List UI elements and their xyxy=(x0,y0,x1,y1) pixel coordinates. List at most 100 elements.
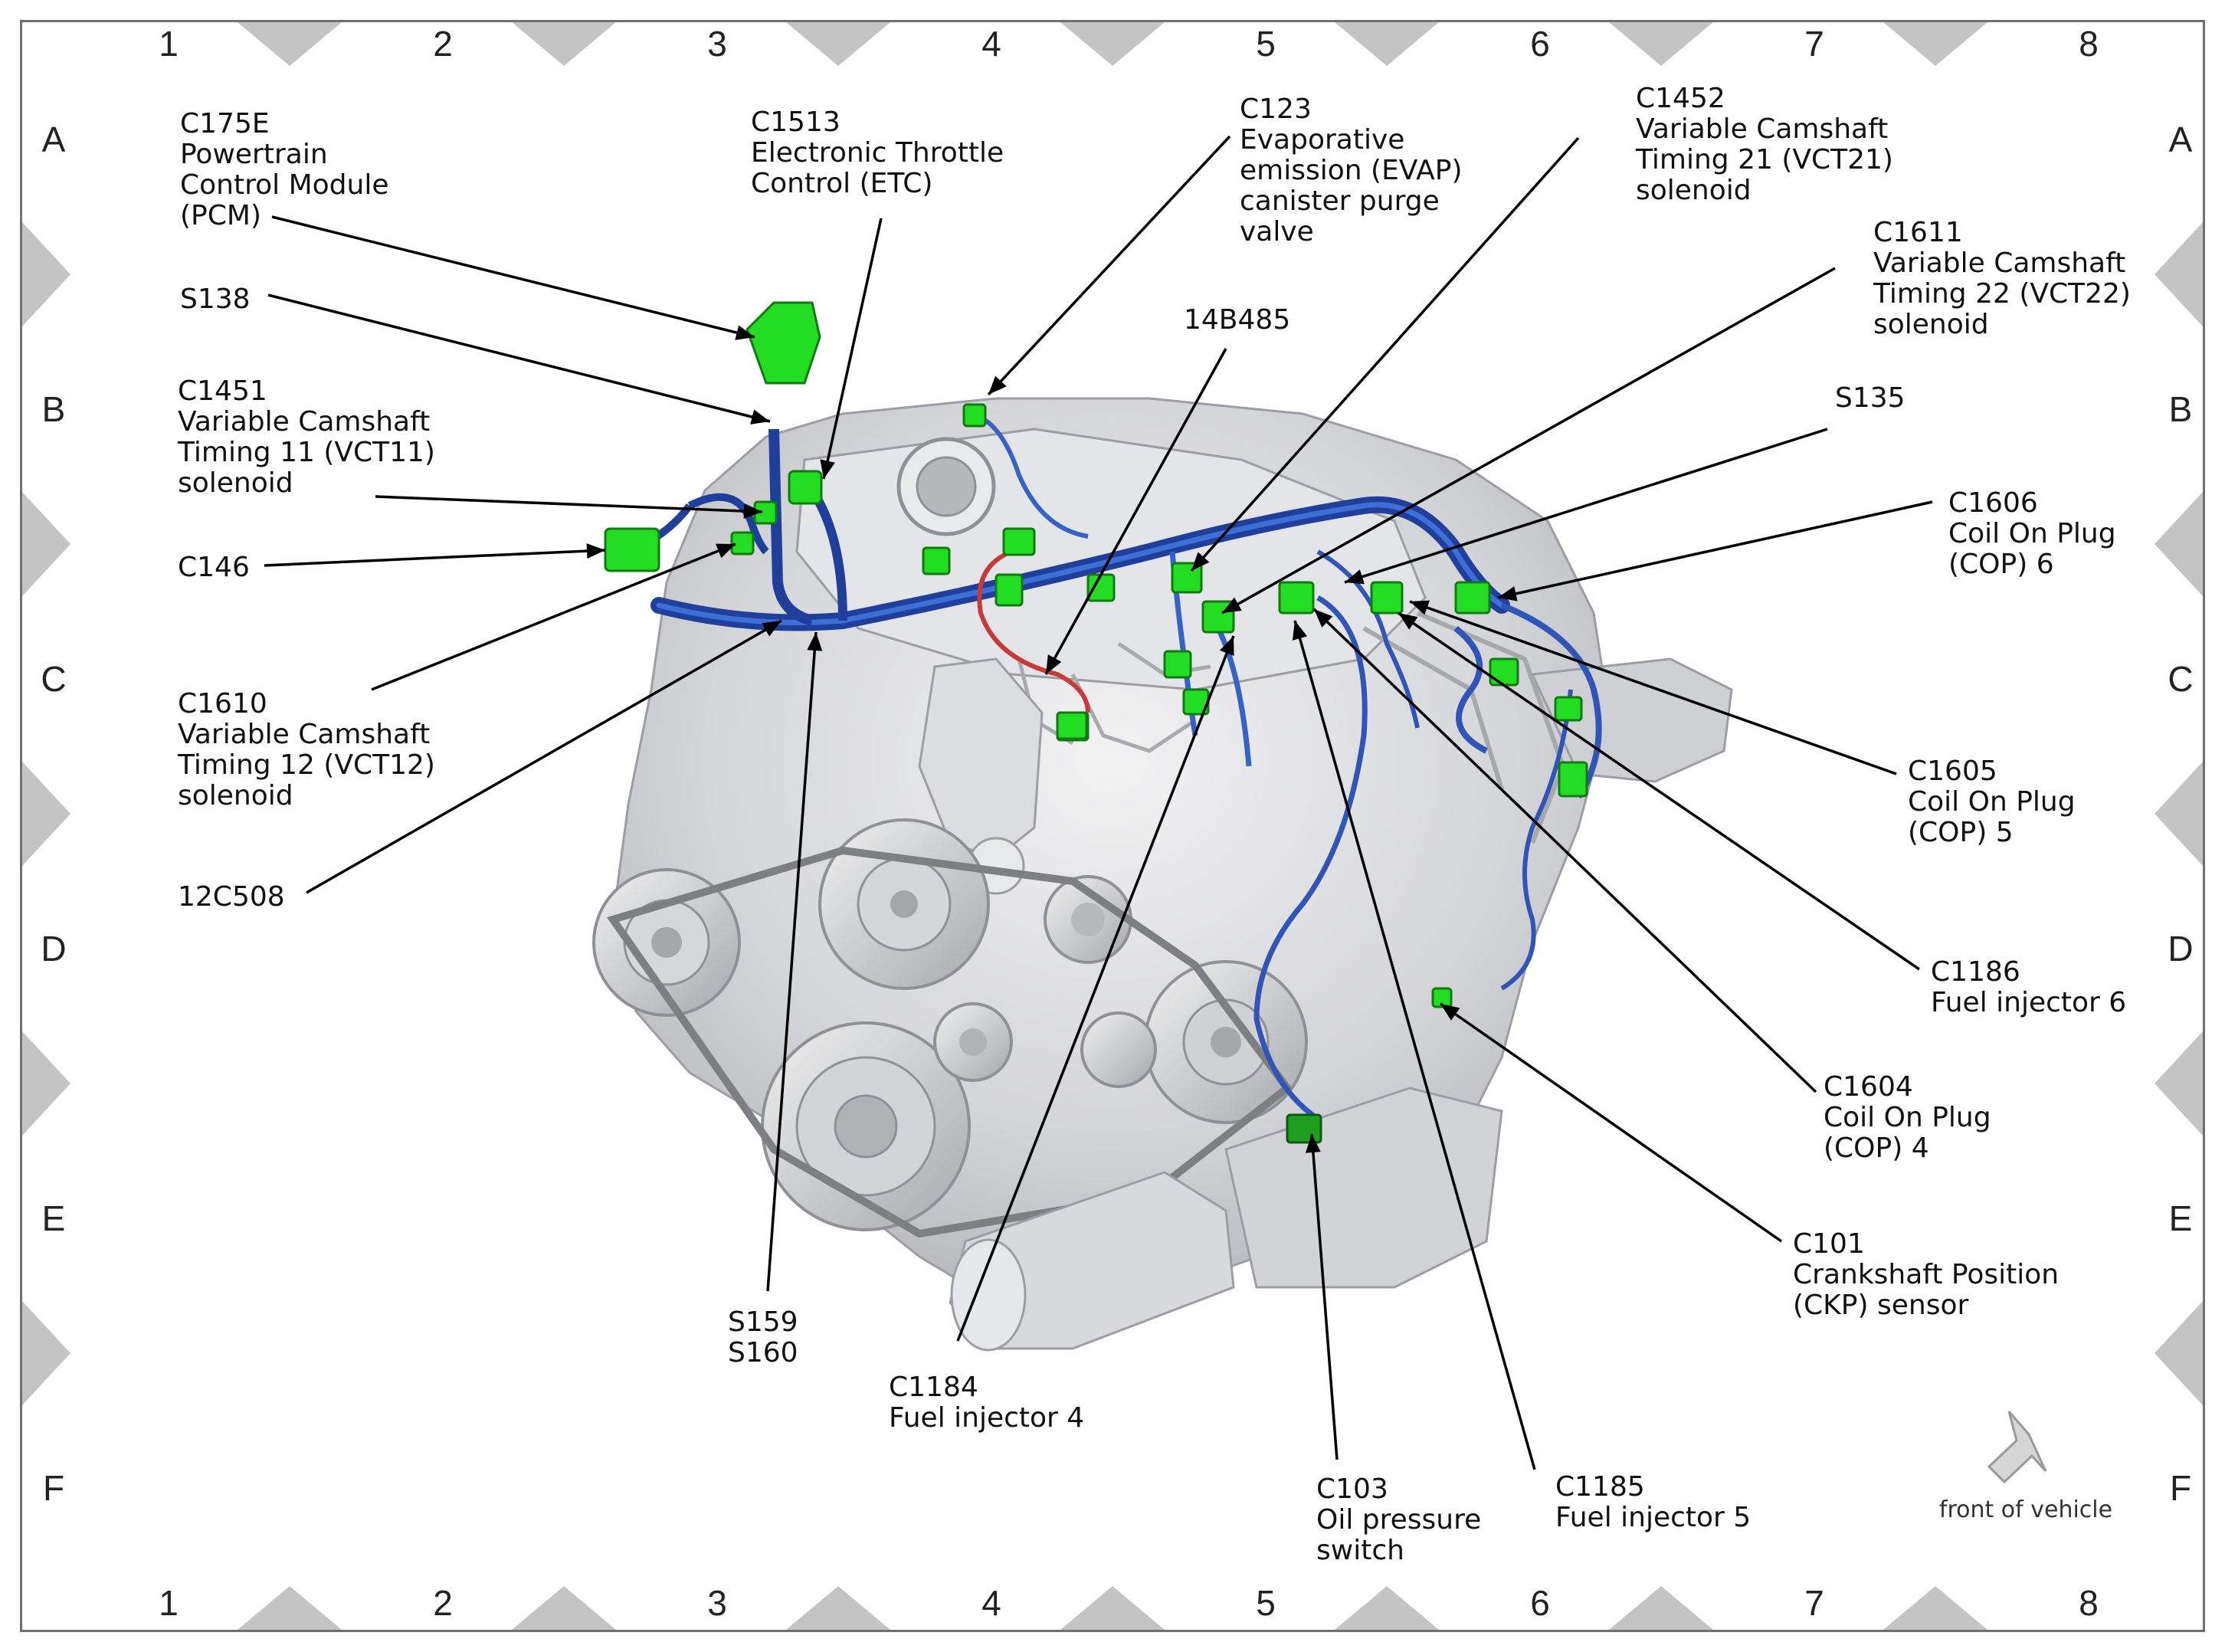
callout-line: S138 xyxy=(180,284,251,315)
callout-line: C1185 xyxy=(1555,1471,1645,1503)
leader-c1610 xyxy=(371,542,736,691)
callout-line: C175E xyxy=(180,108,270,139)
callout-s135: S135 xyxy=(1835,382,1906,414)
leader-c1185 xyxy=(1293,620,1536,1470)
leader-s138 xyxy=(267,293,771,423)
callout-line: Variable Camshaft xyxy=(178,719,430,750)
grid-row-right: C xyxy=(2168,659,2193,699)
callout-line: Electronic Throttle xyxy=(751,137,1004,169)
leader-12c508 xyxy=(306,619,782,894)
arrowhead-icon xyxy=(1292,621,1308,641)
callout-line: Timing 22 (VCT22) xyxy=(1873,278,2131,310)
front-of-vehicle-indicator: front of vehicle xyxy=(1939,1411,2112,1523)
arrowhead-icon xyxy=(807,632,823,651)
grid-column-top: 3 xyxy=(707,24,727,64)
callout-line: C146 xyxy=(178,552,250,583)
callout-s138: S138 xyxy=(180,284,251,315)
callout-line: 12C508 xyxy=(178,881,285,913)
callout-line: C1186 xyxy=(1931,956,2020,988)
callout-line: Fuel injector 6 xyxy=(1931,987,2126,1018)
grid-notch-top xyxy=(1883,22,1987,66)
callout-line: C103 xyxy=(1316,1473,1388,1505)
arrowhead-icon xyxy=(820,459,835,479)
leader-c1513 xyxy=(822,218,883,480)
leader-lines xyxy=(264,135,1933,1470)
leader-c1451 xyxy=(375,495,763,513)
callout-line: C1513 xyxy=(751,107,841,138)
grid-column-bottom: 1 xyxy=(159,1583,179,1623)
grid-column-top: 4 xyxy=(981,24,1001,64)
grid-notch-top xyxy=(238,22,342,66)
grid-notch-right xyxy=(2155,492,2203,596)
callout-line: Variable Camshaft xyxy=(1873,247,2125,279)
grid-column-top: 5 xyxy=(1256,24,1276,64)
callout-line: Fuel injector 5 xyxy=(1555,1502,1751,1533)
grid-notch-top xyxy=(786,22,890,66)
callout-line: Oil pressure xyxy=(1316,1504,1481,1536)
leader-c1611 xyxy=(1221,267,1836,615)
callout-line: C123 xyxy=(1240,93,1312,125)
grid-notch-left xyxy=(22,762,70,866)
grid-column-top: 2 xyxy=(433,24,453,64)
callout-12c508: 12C508 xyxy=(178,881,285,913)
callout-line: Evaporative xyxy=(1240,124,1404,156)
callout-14b485: 14B485 xyxy=(1184,304,1290,336)
grid-notch-bottom xyxy=(1609,1586,1713,1630)
grid-notch-bottom xyxy=(1883,1586,1987,1630)
grid-notch-top xyxy=(1335,22,1439,66)
front-arrow-icon xyxy=(1987,1411,2047,1484)
arrowhead-icon xyxy=(1219,636,1234,656)
callout-line: (COP) 4 xyxy=(1824,1132,1929,1164)
grid-column-bottom: 7 xyxy=(1804,1583,1824,1623)
callout-line: (COP) 5 xyxy=(1908,817,2014,848)
grid-row-left: E xyxy=(42,1198,66,1238)
grid-notch-left xyxy=(22,1301,70,1405)
connectors xyxy=(604,301,1588,1144)
callout-line: solenoid xyxy=(1636,175,1751,206)
callout-line: Control (ETC) xyxy=(751,168,932,199)
grid-column-bottom: 6 xyxy=(1530,1583,1550,1623)
callout-line: Control Module xyxy=(180,169,388,201)
grid-row-right: F xyxy=(2170,1468,2191,1508)
grid-notch-right xyxy=(2155,1301,2203,1405)
grid-row-right: A xyxy=(2169,120,2193,159)
callout-line: Crankshaft Position xyxy=(1793,1259,2059,1290)
callout-line: (COP) 6 xyxy=(1948,549,2054,580)
callout-line: Timing 12 (VCT12) xyxy=(177,749,435,781)
callout-line: C1451 xyxy=(178,375,267,407)
leader-c101 xyxy=(1439,1002,1783,1243)
callout-line: C1610 xyxy=(178,688,267,719)
arrowhead-icon xyxy=(750,409,770,424)
grid-column-top: 8 xyxy=(2079,24,2099,64)
arrowhead-icon xyxy=(1398,613,1418,630)
leader-s135 xyxy=(1344,428,1828,584)
grid-notch-top xyxy=(1609,22,1713,66)
arrowhead-icon xyxy=(716,543,736,559)
leader-14b485 xyxy=(1044,348,1227,675)
grid-row-left: D xyxy=(41,929,66,969)
arrowhead-icon xyxy=(1305,1134,1321,1153)
grid-row-right: D xyxy=(2168,929,2193,969)
callout-line: S159 xyxy=(728,1306,798,1338)
grid-row-left: C xyxy=(41,659,66,699)
leader-c1605 xyxy=(1409,600,1897,775)
callout-line: C1452 xyxy=(1636,83,1725,114)
callout-line: S135 xyxy=(1835,382,1906,414)
leader-c175e xyxy=(271,215,755,339)
callout-line: Fuel injector 4 xyxy=(889,1402,1084,1434)
grid-notch-bottom xyxy=(238,1586,342,1630)
arrowhead-icon xyxy=(1046,654,1062,674)
